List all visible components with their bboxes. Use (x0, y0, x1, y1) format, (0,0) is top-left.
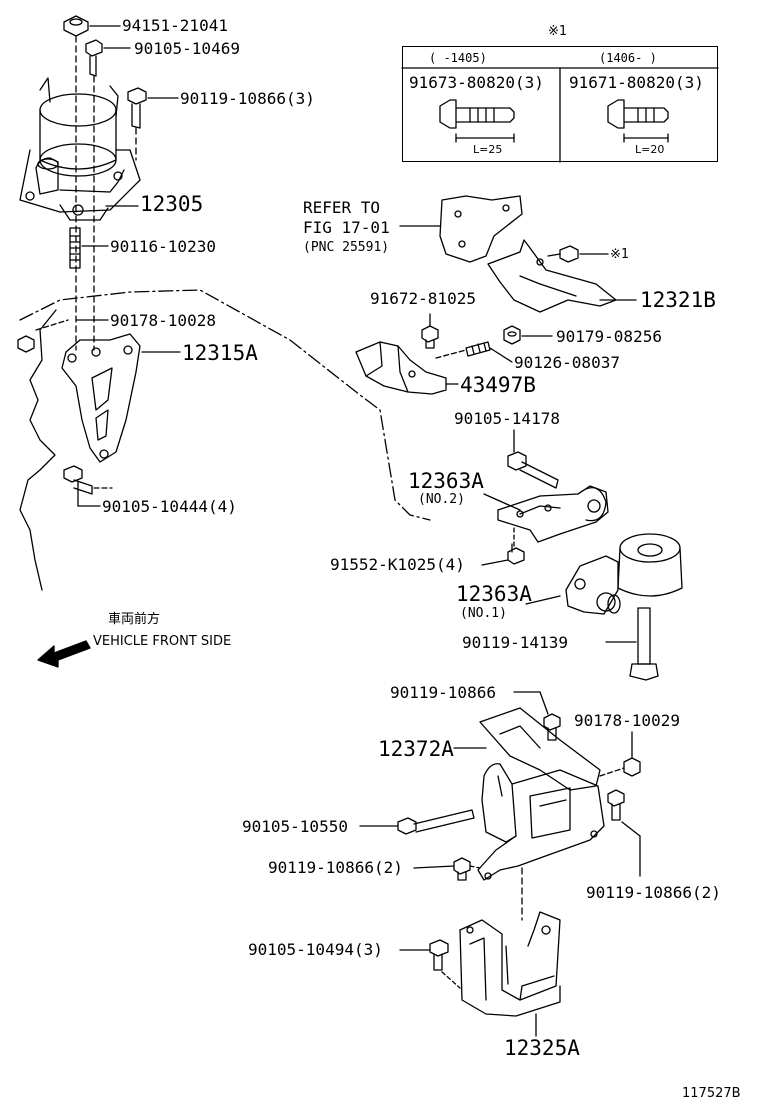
label-12363A-no1: 12363A (456, 582, 532, 606)
nut-90178-10029-icon (623, 757, 641, 777)
label-91552-K1025-4: 91552-K1025(4) (330, 555, 465, 574)
bracket-12372A-icon (477, 707, 605, 881)
label-90105-10550: 90105-10550 (242, 817, 348, 836)
label-90119-14139: 90119-14139 (462, 633, 568, 652)
bolt-91552-icon (507, 527, 525, 565)
refer-note: REFER TO FIG 17-01 (PNC 25591) (303, 198, 390, 258)
label-90178-10029: 90178-10029 (574, 711, 680, 730)
nut-94151-icon (63, 15, 89, 37)
refer-line1: REFER TO (303, 198, 381, 217)
label-90178-10028: 90178-10028 (110, 311, 216, 330)
label-12372A: 12372A (378, 737, 454, 761)
front-label-en: VEHICLE FRONT SIDE (93, 634, 232, 649)
bolt-90105-10550-icon (397, 809, 475, 835)
label-12325A: 12325A (504, 1036, 580, 1060)
bolt-90119-10866-2a-icon (453, 857, 471, 881)
label-43497B: 43497B (460, 373, 536, 397)
bolt-variant-table: ( -1405) (1406- ) 91673-80820(3) 91671-8… (402, 46, 718, 162)
bracket-12363A-no2-icon (497, 485, 609, 543)
table-right-part: 91671-80820(3) (569, 73, 704, 92)
engine-mount-12305-icon (19, 77, 141, 221)
bolt-90119-10866-icon (543, 713, 561, 741)
bolt-90105-10469-icon (85, 39, 103, 77)
label-90105-10494-3: 90105-10494(3) (248, 940, 383, 959)
table-bolt-right-icon (607, 99, 669, 143)
table-right-header: (1406- ) (599, 51, 657, 65)
label-90105-10469: 90105-10469 (134, 39, 240, 58)
bolt-90105-10444-icon (63, 465, 93, 495)
label-90105-10444-4: 90105-10444(4) (102, 497, 237, 516)
label-90179-08256: 90179-08256 (556, 327, 662, 346)
bracket-12325A-icon (459, 911, 561, 1017)
bolt-91672-icon (421, 313, 439, 349)
label-12315A: 12315A (182, 341, 258, 365)
stud-90126-icon (465, 341, 491, 357)
label-90119-10866-3: 90119-10866(3) (180, 89, 315, 108)
table-left-length: L=25 (473, 143, 503, 156)
bolt-90119-10866-2b-icon (607, 789, 625, 821)
nut-90178-10028-icon (17, 335, 35, 353)
label-90105-14178: 90105-14178 (454, 409, 560, 428)
table-left-header: ( -1405) (429, 51, 487, 65)
label-12321B: 12321B (640, 288, 716, 312)
bolt-mark1-icon (547, 245, 579, 263)
label-no2: (NO.2) (418, 492, 465, 507)
table-right-length: L=20 (635, 143, 665, 156)
engine-outline (19, 289, 431, 521)
refer-line2: FIG 17-01 (303, 218, 390, 237)
table-bolt-left-icon (401, 67, 719, 163)
bracket-12321B-icon (487, 239, 637, 313)
label-90116-10230: 90116-10230 (110, 237, 216, 256)
table-left-part: 91673-80820(3) (409, 73, 544, 92)
label-mark1: ※1 (610, 247, 629, 262)
table-mark: ※1 (548, 24, 568, 39)
diagram-id: 117527B (682, 1086, 741, 1101)
refer-line3: (PNC 25591) (303, 240, 390, 255)
bolt-90119-10866-3-icon (127, 87, 147, 129)
front-arrow-icon (37, 640, 91, 668)
bracket-43497B-icon (355, 341, 447, 395)
bolt-90105-14178-icon (507, 451, 559, 489)
bushing-12363A-no1-icon (565, 533, 683, 615)
bracket-12315A-icon (61, 333, 141, 463)
label-94151-21041: 94151-21041 (122, 16, 228, 35)
stud-90116-icon (69, 227, 81, 269)
bracket-refer-icon (439, 195, 523, 263)
bolt-90105-10494-icon (429, 939, 449, 971)
label-90119-10866-2-left: 90119-10866(2) (268, 858, 403, 877)
label-90119-10866: 90119-10866 (390, 683, 496, 702)
label-12305: 12305 (140, 192, 204, 216)
label-90119-10866-2-right: 90119-10866(2) (586, 883, 721, 902)
engine-left-outline (19, 309, 57, 591)
front-label-jp: 車両前方 (108, 612, 161, 627)
label-90126-08037: 90126-08037 (514, 353, 620, 372)
bolt-90119-14139-icon (629, 607, 659, 681)
label-12363A-no2: 12363A (408, 469, 484, 493)
label-no1: (NO.1) (460, 606, 507, 621)
nut-90179-icon (503, 325, 521, 345)
label-91672-81025: 91672-81025 (370, 289, 476, 308)
